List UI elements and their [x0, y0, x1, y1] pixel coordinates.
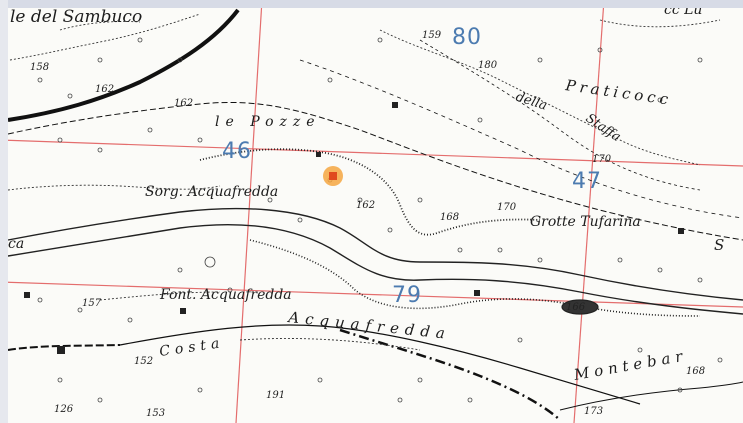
pond	[561, 299, 599, 315]
track-upper-right	[299, 59, 743, 219]
river-bank-north	[7, 207, 743, 301]
spot-height: 168	[440, 212, 459, 223]
buildings	[24, 102, 684, 354]
spot-height: 180	[478, 60, 498, 71]
label-montebar: Montebar	[572, 346, 689, 384]
grid-numbers: 80 46 47 79	[222, 25, 602, 308]
label-grotte-tufarina: Grotte Tufarina	[530, 214, 641, 230]
spot-height: 170	[592, 154, 612, 165]
road-dash-dot	[339, 328, 561, 421]
map-frame-top	[0, 0, 743, 8]
label-font-acquafredda: Font. Acquafredda	[159, 287, 292, 303]
spot-height: 159	[422, 30, 442, 41]
spot-height: 162	[95, 84, 114, 95]
place-labels: le del Sambuco le Pozze Sorg. Acquafredd…	[8, 2, 724, 384]
spot-height: 157	[82, 298, 102, 309]
location-marker[interactable]	[323, 166, 343, 186]
roads	[7, 8, 743, 421]
spot-height: 170	[497, 202, 517, 213]
label-ca: ca	[8, 236, 24, 252]
grid-line-horizontal-1	[0, 139, 743, 167]
map-frame-left	[0, 0, 8, 423]
label-sorg-acquafredda: Sorg. Acquafredda	[145, 184, 278, 200]
label-le-pozze: le Pozze	[215, 114, 321, 130]
vegetation-symbols	[37, 37, 723, 403]
spot-height: 162	[356, 200, 375, 211]
road-upper-dashed	[7, 101, 743, 241]
label-praticocc: Praticocc	[563, 76, 673, 109]
grid-number-80: 80	[452, 25, 482, 50]
spot-height: 191	[266, 390, 285, 401]
road-left-lower	[7, 344, 121, 351]
road-bottom-right	[559, 381, 743, 411]
river-bank-south	[7, 223, 743, 315]
grid-number-79: 79	[392, 283, 422, 308]
spot-height: 168	[686, 366, 705, 377]
spot-heights: 158 162 162 159 180 170 170 162 168 166 …	[30, 30, 705, 419]
marker-center	[329, 172, 337, 180]
spot-height: 166	[566, 302, 586, 313]
spot-height: 153	[146, 408, 165, 419]
label-samburco: le del Sambuco	[10, 7, 142, 27]
grid-line-vertical-1	[235, 0, 263, 423]
label-della: della	[514, 90, 549, 114]
spot-height: 162	[174, 98, 193, 109]
spot-height: 173	[584, 406, 603, 417]
hillside-hatching	[7, 13, 721, 351]
spot-height: 158	[30, 62, 49, 73]
grid-line-horizontal-2	[0, 281, 743, 308]
river	[7, 148, 743, 317]
label-costa: Costa	[158, 335, 225, 360]
grid-line-vertical-2	[573, 0, 605, 423]
road-lower	[119, 324, 641, 405]
grid-number-47: 47	[572, 169, 602, 194]
grid-number-46: 46	[222, 139, 252, 164]
railway-line	[7, 8, 240, 122]
track-staffa	[419, 39, 701, 191]
ravine-north	[199, 148, 541, 236]
label-s: S	[714, 236, 724, 254]
spot-height: 152	[134, 356, 153, 367]
ravine-south	[249, 239, 701, 317]
spot-height: 126	[54, 404, 74, 415]
label-staffa: Staffa	[583, 111, 624, 145]
